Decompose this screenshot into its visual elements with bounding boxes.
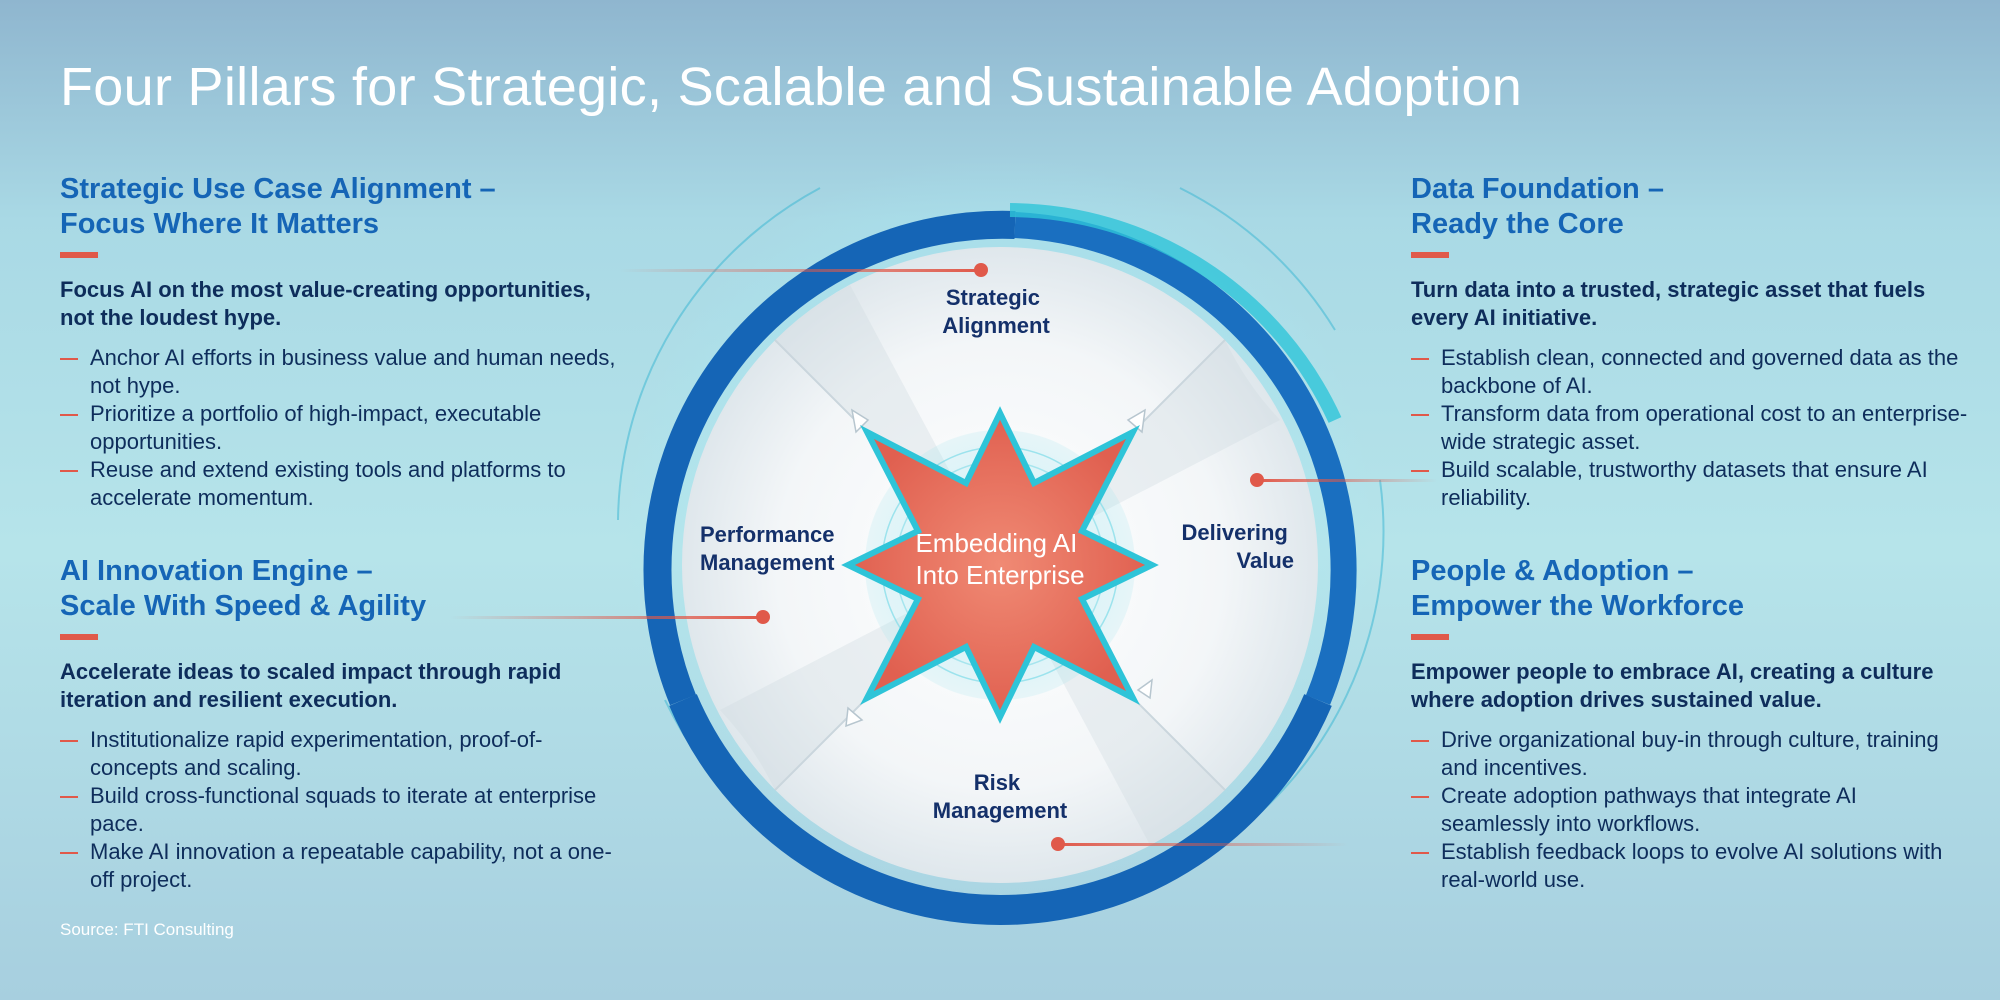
leader-dot-data — [1250, 473, 1264, 487]
pillar-data: Data Foundation – Ready the Core Turn da… — [1411, 172, 1971, 512]
pillar-people-heading: People & Adoption – Empower the Workforc… — [1411, 555, 1745, 622]
pillar-strategic: Strategic Use Case Alignment – Focus Whe… — [60, 172, 620, 512]
segment-right-line2: Value — [1237, 548, 1294, 573]
arrow-bottom-right-icon — [1136, 678, 1153, 700]
arrow-top-left-icon — [850, 408, 870, 434]
bullet-item: Make AI innovation a repeatable capabili… — [60, 838, 620, 894]
bullet-item: Build cross-functional squads to iterate… — [60, 782, 620, 838]
pillar-innovation: AI Innovation Engine – Scale With Speed … — [60, 554, 620, 894]
svg-text:Strategic Alignment: Strategic Alignment — [942, 285, 1050, 338]
bullet-item: Prioritize a portfolio of high-impact, e… — [60, 400, 620, 456]
leader-line-strategic — [620, 269, 980, 272]
leader-dot-strategic — [974, 263, 988, 277]
center-label-line1: Embedding AI — [915, 528, 1077, 558]
pillar-people-lead: Empower people to embrace AI, creating a… — [1411, 659, 1934, 712]
pillar-people: People & Adoption – Empower the Workforc… — [1411, 554, 1971, 894]
pillar-data-lead: Turn data into a trusted, strategic asse… — [1411, 277, 1926, 330]
bullet-item: Establish feedback loops to evolve AI so… — [1411, 838, 1971, 894]
pillar-innovation-bullets: Institutionalize rapid experimentation, … — [60, 726, 620, 894]
pillar-innovation-heading: AI Innovation Engine – Scale With Speed … — [60, 555, 427, 622]
segment-top-line1: Strategic — [946, 285, 1040, 310]
center-label-line2: Into Enterprise — [915, 560, 1084, 590]
leader-dot-people — [1051, 837, 1065, 851]
bullet-item: Reuse and extend existing tools and plat… — [60, 456, 620, 512]
segment-right-line1: Delivering — [1182, 520, 1288, 545]
svg-text:Embedding AI Into Enterpri: Embedding AI Into Enterprise — [915, 528, 1084, 590]
heading-accent-bar — [60, 634, 98, 640]
arrow-top-right-icon — [1126, 408, 1146, 434]
segment-bottom-line2: Management — [933, 798, 1068, 823]
bullet-item: Build scalable, trustworthy datasets tha… — [1411, 456, 1971, 512]
svg-text:Delivering Value: Delivering Value — [1182, 520, 1295, 573]
bullet-item: Create adoption pathways that integrate … — [1411, 782, 1971, 838]
svg-text:Performance Management: Performance Management — [700, 522, 841, 575]
segment-bottom-line1: Risk — [974, 770, 1021, 795]
flow-arrows — [845, 408, 1153, 728]
svg-text:Risk Management: Risk Management — [933, 770, 1068, 823]
leader-lines — [450, 263, 1437, 851]
pillar-strategic-lead: Focus AI on the most value-creating oppo… — [60, 277, 591, 330]
bullet-item: Anchor AI efforts in business value and … — [60, 344, 620, 400]
leader-dot-innovation — [756, 610, 770, 624]
pillar-data-heading: Data Foundation – Ready the Core — [1411, 173, 1664, 240]
segment-left-line2: Management — [700, 550, 835, 575]
bullet-item: Drive organizational buy-in through cult… — [1411, 726, 1971, 782]
leader-line-data — [1257, 479, 1437, 482]
source-note: Source: FTI Consulting — [60, 920, 234, 939]
heading-accent-bar — [1411, 634, 1449, 640]
arrow-bottom-left-icon — [845, 706, 864, 728]
pillar-strategic-bullets: Anchor AI efforts in business value and … — [60, 344, 620, 512]
segment-left-line1: Performance — [700, 522, 835, 547]
heading-accent-bar — [1411, 252, 1449, 258]
leader-line-people — [1058, 843, 1348, 846]
page-title: Four Pillars for Strategic, Scalable and… — [60, 57, 1523, 117]
pillar-people-bullets: Drive organizational buy-in through cult… — [1411, 726, 1971, 894]
bullet-item: Institutionalize rapid experimentation, … — [60, 726, 620, 782]
bullet-item: Establish clean, connected and governed … — [1411, 344, 1971, 400]
segment-top-line2: Alignment — [942, 313, 1050, 338]
pillar-strategic-heading: Strategic Use Case Alignment – Focus Whe… — [60, 173, 496, 240]
heading-accent-bar — [60, 252, 98, 258]
bullet-item: Transform data from operational cost to … — [1411, 400, 1971, 456]
main-ring — [643, 203, 1357, 925]
pillar-innovation-lead: Accelerate ideas to scaled impact throug… — [60, 659, 562, 712]
pillar-data-bullets: Establish clean, connected and governed … — [1411, 344, 1971, 512]
center-star — [841, 406, 1159, 724]
leader-line-innovation — [450, 616, 762, 619]
